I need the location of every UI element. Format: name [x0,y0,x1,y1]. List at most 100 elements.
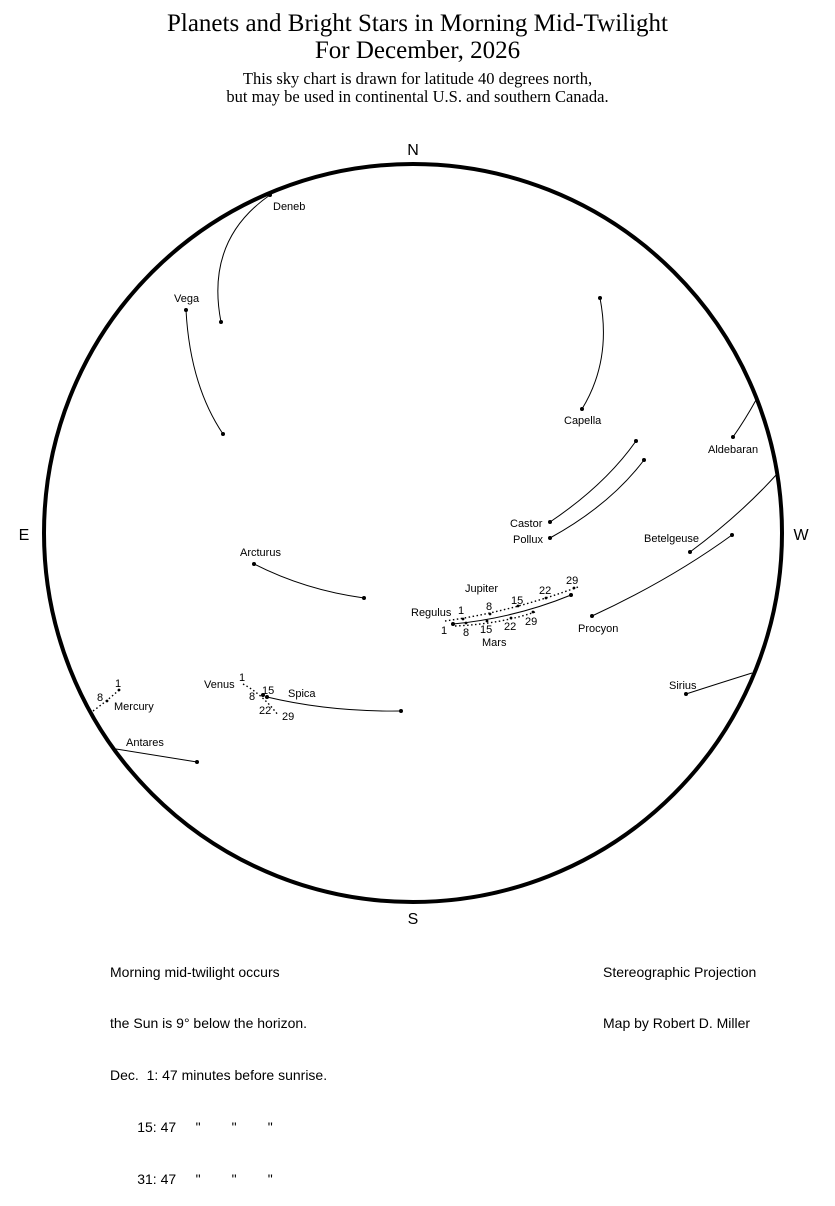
mercury-marker-1 [117,688,121,692]
sky-chart: N S E W [19,142,810,928]
capella-start-dot [598,296,602,300]
capella-dot [580,407,584,411]
pollux-track [549,459,645,539]
mars-date-1: 1 [441,625,447,637]
twilight-note-line: Dec. 1: 47 minutes before sunrise. [110,1067,328,1084]
spica-label: Spica [288,688,316,700]
mars-date-22: 22 [504,621,516,633]
jupiter-label: Jupiter [465,583,498,595]
deneb-dot [268,193,272,197]
venus-date-22: 22 [259,705,271,717]
twilight-notes: Morning mid-twilight occurs the Sun is 9… [110,929,327,1206]
horizon-circle [42,162,784,904]
castor-label: Castor [510,518,543,530]
mars-label: Mars [482,637,507,649]
label-south: S [408,911,419,928]
mars-marker-8 [464,621,468,625]
aldebaran-dot [731,435,735,439]
venus-label: Venus [204,679,235,691]
mars-date-29: 29 [525,616,537,628]
sirius-label: Sirius [669,680,697,692]
sirius-dot [684,692,688,696]
procyon-start-dot [730,533,734,537]
mercury-marker-8 [105,699,109,703]
label-west: W [793,527,809,544]
chart-title: Planets and Bright Stars in Morning Mid-… [166,10,668,37]
jupiter-date-15: 15 [511,595,523,607]
venus-date-8: 8 [249,691,255,703]
regulus-dot [451,622,455,626]
betelgeuse-track [689,473,778,553]
castor-start-dot [634,439,638,443]
vega-label: Vega [174,293,200,305]
twilight-note-line: the Sun is 9° below the horizon. [110,1015,308,1032]
procyon-dot [590,614,594,618]
arcturus-dot [252,562,256,566]
mars-marker-22 [509,616,513,620]
spica-track [266,696,402,712]
venus-date-15: 15 [262,685,274,697]
projection-line: Stereographic Projection [603,963,757,980]
twilight-note-line: 15: 47 " " " [110,1119,273,1136]
venus-date-29: 29 [282,711,294,723]
regulus-end-dot [569,593,573,597]
venus-date-1: 1 [239,672,245,684]
venus-marker-15 [261,693,265,697]
pollux-start-dot [642,458,646,462]
mars-marker-15 [485,619,489,623]
jupiter-date-22: 22 [539,585,551,597]
mars-path [454,611,536,627]
subtitle-line-2: but may be used in continental U.S. and … [226,87,609,106]
jupiter-marker-15 [516,604,520,608]
subtitle-line-1: This sky chart is drawn for latitude 40 … [242,69,593,88]
betelgeuse-dot [688,550,692,554]
vega-track [185,309,224,435]
chart-date-title: For December, 2026 [314,37,521,64]
mercury-date-1: 1 [115,678,121,690]
jupiter-marker-8 [488,612,492,616]
arcturus-label: Arcturus [240,547,281,559]
jupiter-date-1: 1 [458,605,464,617]
jupiter-marker-22 [544,596,548,600]
regulus-label: Regulus [411,607,452,619]
antares-label: Antares [126,737,164,749]
jupiter-date-8: 8 [486,601,492,613]
aldebaran-track [732,399,757,438]
arcturus-end-dot [362,596,366,600]
pollux-label: Pollux [513,534,543,546]
projection-credit: Stereographic Projection Map by Robert D… [603,929,756,1050]
castor-dot [548,520,552,524]
spica-end-dot [399,709,403,713]
spica-dot [265,695,269,699]
mercury-date-8: 8 [97,692,103,704]
capella-track [581,297,604,410]
jupiter-date-29: 29 [566,575,578,587]
antares-dot [195,760,199,764]
mars-date-15: 15 [480,624,492,636]
twilight-note-line: Morning mid-twilight occurs [110,963,280,980]
aldebaran-label: Aldebaran [708,444,758,456]
mercury-label: Mercury [114,701,154,713]
vega-end-dot [221,432,225,436]
arcturus-track [253,563,365,599]
deneb-end-dot [219,320,223,324]
twilight-note-line: 31: 47 " " " [110,1171,273,1188]
capella-label: Capella [564,415,602,427]
jupiter-marker-1 [461,617,465,621]
label-east: E [19,527,30,544]
sirius-track [685,672,753,695]
deneb-label: Deneb [273,201,305,213]
procyon-label: Procyon [578,623,618,635]
castor-track [549,440,637,523]
credit-line: Map by Robert D. Miller [603,1015,751,1032]
procyon-track [591,534,733,617]
deneb-track [217,194,271,323]
betelgeuse-label: Betelgeuse [644,533,699,545]
vega-dot [184,308,188,312]
pollux-dot [548,536,552,540]
antares-track [115,748,198,763]
jupiter-marker-29 [572,586,576,590]
mars-marker-29 [531,610,535,614]
mars-date-8: 8 [463,627,469,639]
label-north: N [407,142,419,159]
